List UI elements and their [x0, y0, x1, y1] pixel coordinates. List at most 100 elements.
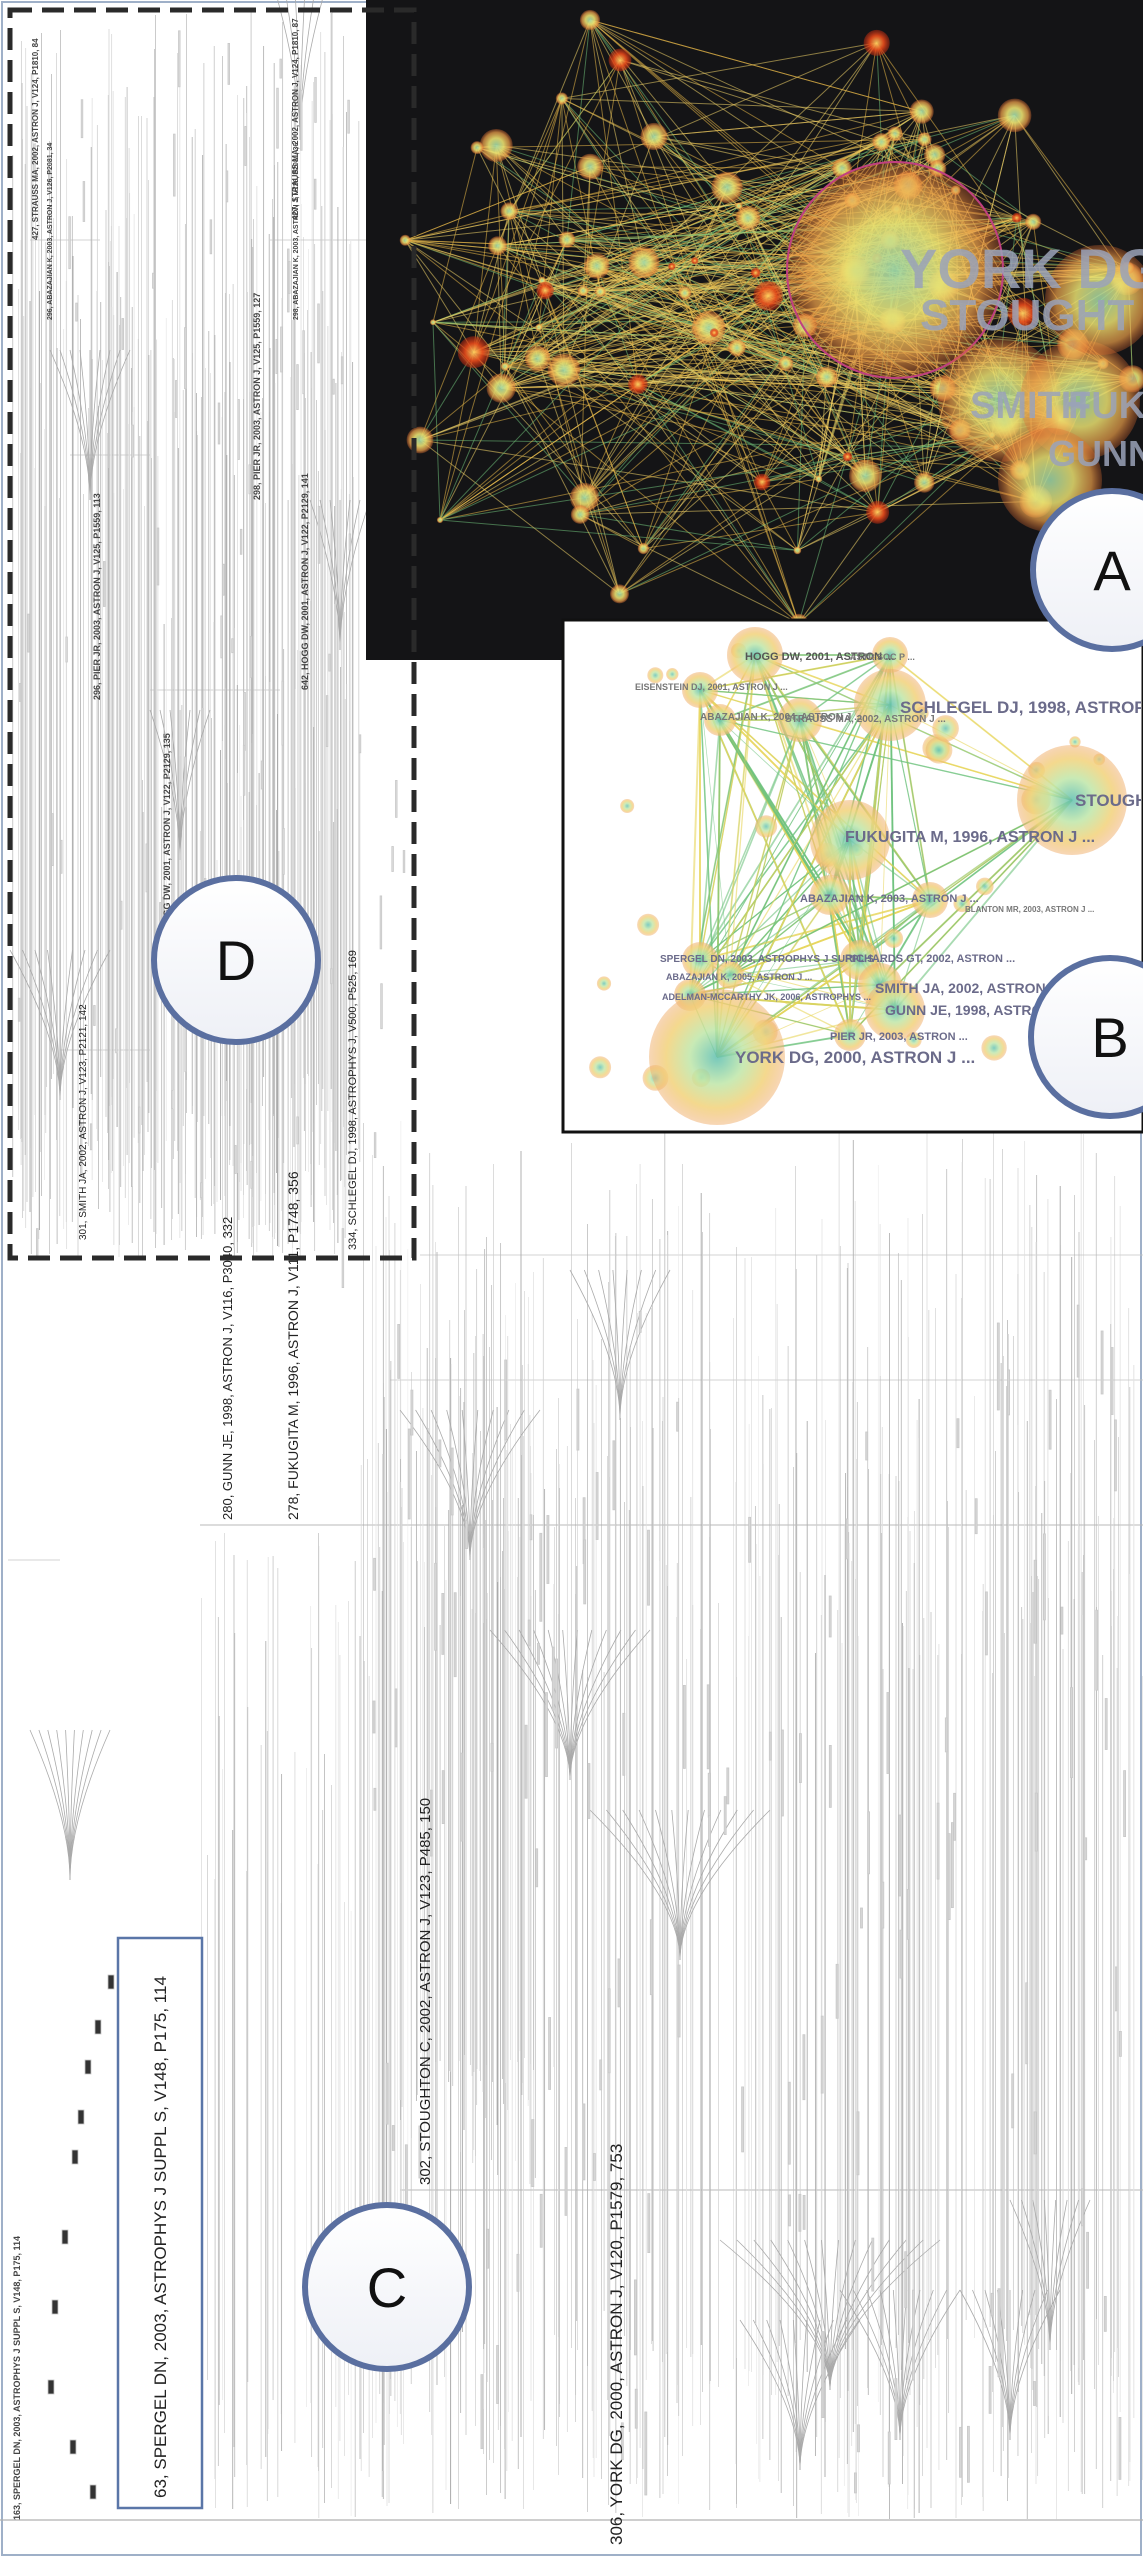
- network-a-node: [637, 542, 650, 555]
- tiny-label-mark: [121, 318, 125, 350]
- tiny-label-mark: [564, 2146, 568, 2216]
- tiny-label-mark: [1118, 2416, 1122, 2480]
- network-a-node: [470, 141, 484, 155]
- tiny-label-mark: [860, 1907, 863, 1929]
- tiny-label-mark: [300, 89, 303, 151]
- tiny-label-mark: [281, 680, 284, 746]
- network-a-node: [691, 257, 699, 265]
- network-a-node: [457, 336, 490, 369]
- network-a-node: [577, 153, 604, 180]
- network-b-node-label: STOUGHT: [1075, 791, 1143, 810]
- network-b-link: [699, 689, 851, 1036]
- network-a-link: [642, 295, 769, 549]
- network-a-node: [849, 459, 882, 493]
- tiny-label-mark: [138, 1106, 141, 1134]
- tiny-label-mark: [175, 380, 178, 418]
- tiny-label-mark: [706, 1684, 710, 1770]
- network-b-node: [1017, 745, 1127, 855]
- network-a-node: [863, 29, 890, 56]
- tiny-label-mark: [768, 1731, 772, 1761]
- network-a-link: [642, 325, 806, 549]
- network-a-link: [671, 217, 749, 267]
- network-a-node: [570, 482, 600, 513]
- tiny-label-mark: [748, 1516, 751, 1563]
- network-a-link: [405, 166, 591, 241]
- tiny-label-mark: [75, 302, 78, 322]
- tiny-label-mark: [60, 839, 63, 874]
- network-b-node-label: STRAUSS MA, 2002, ASTRON J ...: [785, 714, 946, 725]
- network-a-node: [753, 281, 783, 311]
- badge-b: B: [1028, 955, 1143, 1119]
- tiny-label-mark: [293, 85, 297, 140]
- tiny-label-mark: [296, 364, 299, 411]
- tiny-label-mark: [145, 843, 149, 893]
- callout-dash: [89, 2484, 97, 2500]
- tiny-label-mark: [89, 1123, 93, 1151]
- tiny-label-mark: [1060, 1606, 1064, 1635]
- network-b-node: [854, 669, 926, 741]
- tree-branch-label: 163, SPERGEL DN, 2003, ASTROPHYS J SUPPL…: [12, 2236, 22, 2520]
- network-a-link: [432, 322, 441, 521]
- network-a-link: [796, 456, 848, 551]
- network-a-node: [555, 92, 569, 105]
- badge-c-circle: [302, 2202, 472, 2372]
- network-b-node: [647, 667, 664, 684]
- tiny-label-mark: [171, 1090, 174, 1109]
- badge-b-circle: [1028, 955, 1143, 1119]
- network-a-link: [509, 133, 896, 212]
- network-a-link: [432, 321, 800, 624]
- tiny-label-mark: [33, 143, 36, 172]
- network-b-node-label: ABAZAJIAN K, 2005, ASTRON J ...: [666, 972, 812, 982]
- tiny-label-mark: [607, 1988, 611, 2074]
- tiny-label-mark: [799, 1733, 802, 1783]
- network-a-link: [504, 239, 568, 367]
- tiny-label-mark: [854, 2472, 857, 2494]
- tiny-label-mark: [647, 1529, 650, 1606]
- network-b-node: [637, 913, 660, 936]
- network-a-link: [797, 511, 878, 551]
- network-a-node: [500, 202, 518, 220]
- panel-a: YORK DG STOUGHT SMITH FUKU GUNN: [366, 0, 1143, 660]
- network-a-link: [473, 347, 737, 353]
- tiny-label-mark: [282, 828, 285, 875]
- tiny-label-mark: [490, 1742, 494, 1772]
- tiny-label-mark: [391, 2125, 395, 2151]
- tiny-label-mark: [184, 756, 187, 808]
- tiny-label-mark: [1081, 2188, 1084, 2227]
- tiny-label-mark: [1104, 1698, 1108, 1750]
- network-a-link: [643, 262, 925, 483]
- network-b-node: [716, 961, 744, 989]
- tiny-label-mark: [708, 1814, 711, 1847]
- network-a-link: [419, 291, 601, 441]
- network-a-node: [558, 231, 576, 249]
- tiny-label-mark: [17, 997, 21, 1022]
- network-b-node-label: BLANTON MR, 2003, ASTRON J ...: [965, 905, 1094, 914]
- network-a-node: [815, 475, 823, 483]
- callout-dash: [61, 2229, 69, 2245]
- tiny-label-mark: [828, 1745, 832, 1808]
- tiny-label-mark: [535, 1848, 539, 1888]
- network-a-link: [643, 262, 993, 436]
- tiny-label-mark: [250, 1160, 253, 1189]
- tiny-label-mark: [944, 1717, 948, 1753]
- network-b-node-label: YORK DG, 2000, ASTRON J ...: [735, 1048, 975, 1067]
- network-b-node: [810, 875, 850, 915]
- tiny-label-mark: [959, 2426, 962, 2478]
- tiny-label-mark: [249, 636, 253, 678]
- network-a-link: [508, 59, 621, 212]
- network-a-link: [504, 365, 878, 513]
- tiny-label-mark: [418, 2125, 422, 2179]
- tree-branch-label: 642, HOGG DW, 2001, ASTRON J, V122, P212…: [162, 733, 172, 950]
- network-a-link: [583, 290, 1021, 471]
- tiny-label-mark: [36, 1228, 39, 1258]
- network-b-node: [727, 627, 783, 683]
- network-a-link: [653, 111, 922, 137]
- tiny-label-mark: [434, 1562, 438, 1651]
- tiny-label-mark: [881, 1881, 885, 1929]
- tiny-label-mark: [459, 1752, 463, 1842]
- network-a-link: [495, 145, 506, 367]
- tiny-label-mark: [379, 895, 383, 950]
- tiny-label-mark: [617, 1958, 621, 2008]
- tree-link: [69, 1729, 111, 1881]
- network-a-link: [497, 245, 866, 477]
